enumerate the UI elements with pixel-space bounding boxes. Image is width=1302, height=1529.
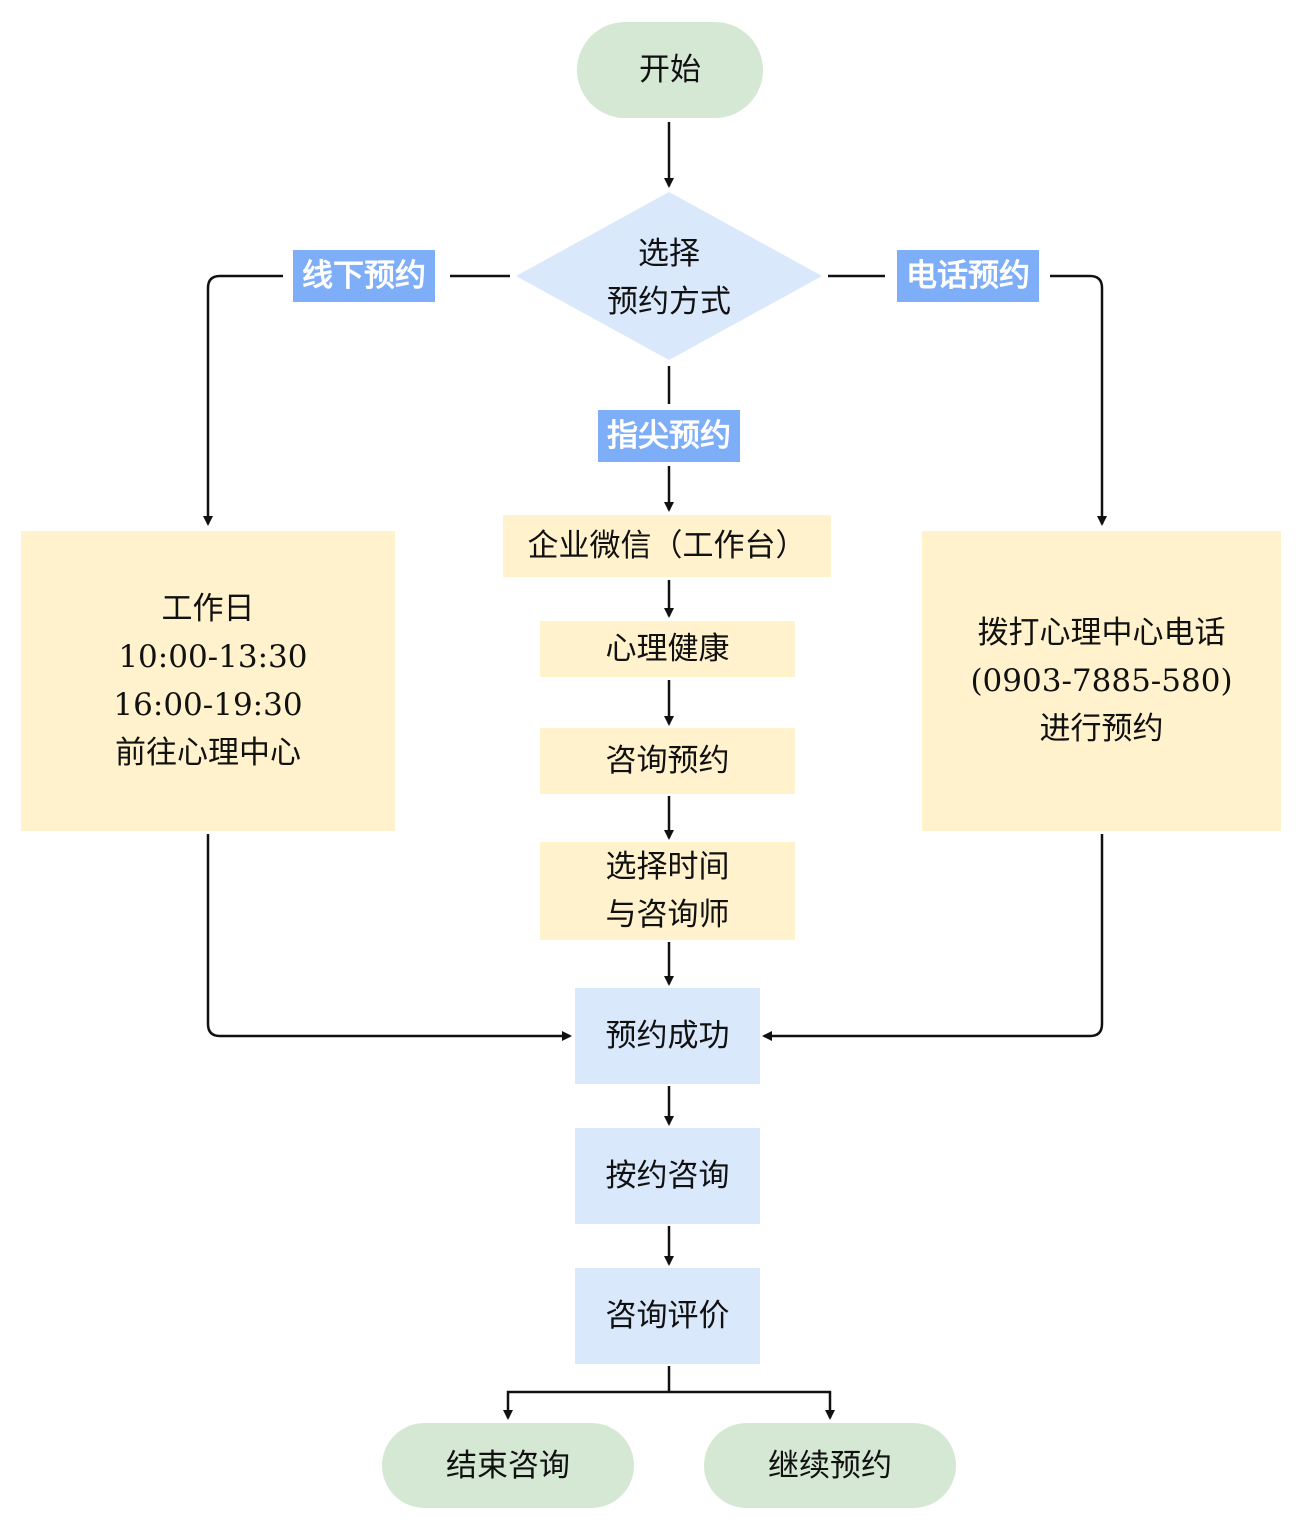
- start-terminal[interactable]: 开始: [577, 22, 763, 118]
- arrow-phone-to-box: [1050, 274, 1107, 526]
- phone-box[interactable]: 拨打心理中心电话 (0903-7885-580) 进行预约: [922, 531, 1281, 831]
- offline-line-1: 工作日: [161, 591, 255, 627]
- consult-box[interactable]: 按约咨询: [575, 1128, 760, 1224]
- booking-success-box[interactable]: 预约成功: [575, 988, 760, 1084]
- decision-diamond: [516, 192, 822, 360]
- branch-label-offline: 线下预约: [293, 250, 435, 302]
- end-consult-label: 结束咨询: [446, 1447, 570, 1484]
- offline-line-4: 前往心理中心: [115, 735, 301, 771]
- arrow-phone-to-success: [762, 834, 1104, 1041]
- branch-label-phone: 电话预约: [897, 250, 1039, 302]
- offline-box[interactable]: 工作日 10:00-13:30 16:00-19:30 前往心理中心: [21, 531, 395, 831]
- decision-line-2: 预约方式: [607, 284, 731, 320]
- offline-line-2: 10:00-13:30: [108, 639, 308, 675]
- phone-line-2: (0903-7885-580): [970, 663, 1233, 699]
- select-time-box[interactable]: 选择时间 与咨询师: [540, 842, 795, 940]
- wechat-box[interactable]: 企业微信（工作台）: [503, 515, 831, 577]
- start-label: 开始: [639, 52, 701, 88]
- offline-line-3: 16:00-19:30: [113, 687, 303, 723]
- decision-line-1: 选择: [638, 236, 700, 272]
- branch-label-fingertip: 指尖预约: [598, 410, 740, 462]
- continue-booking-terminal[interactable]: 继续预约: [704, 1423, 956, 1508]
- consult-booking-label: 咨询预约: [605, 743, 730, 779]
- phone-line-1: 拨打心理中心电话: [977, 615, 1226, 651]
- arrow-to-continue-booking: [669, 1390, 835, 1420]
- arrow-offline-to-box: [203, 274, 283, 526]
- end-consult-terminal[interactable]: 结束咨询: [382, 1423, 634, 1508]
- booking-success-label: 预约成功: [605, 1018, 730, 1054]
- phone-line-3: 进行预约: [1039, 711, 1164, 747]
- select-time-line-2: 与咨询师: [605, 897, 730, 933]
- consult-booking-box[interactable]: 咨询预约: [540, 728, 795, 794]
- continue-booking-label: 继续预约: [768, 1447, 892, 1484]
- mental-health-box[interactable]: 心理健康: [540, 621, 795, 677]
- select-time-line-1: 选择时间: [605, 849, 730, 885]
- decision-node[interactable]: 选择 预约方式: [560, 230, 778, 326]
- arrow-offline-to-success: [206, 834, 572, 1041]
- mental-health-label: 心理健康: [605, 631, 730, 667]
- evaluate-box[interactable]: 咨询评价: [575, 1268, 760, 1364]
- arrow-to-end-consult: [503, 1390, 669, 1420]
- evaluate-label: 咨询评价: [605, 1298, 730, 1334]
- wechat-label: 企业微信（工作台）: [527, 528, 807, 564]
- consult-label: 按约咨询: [605, 1158, 730, 1194]
